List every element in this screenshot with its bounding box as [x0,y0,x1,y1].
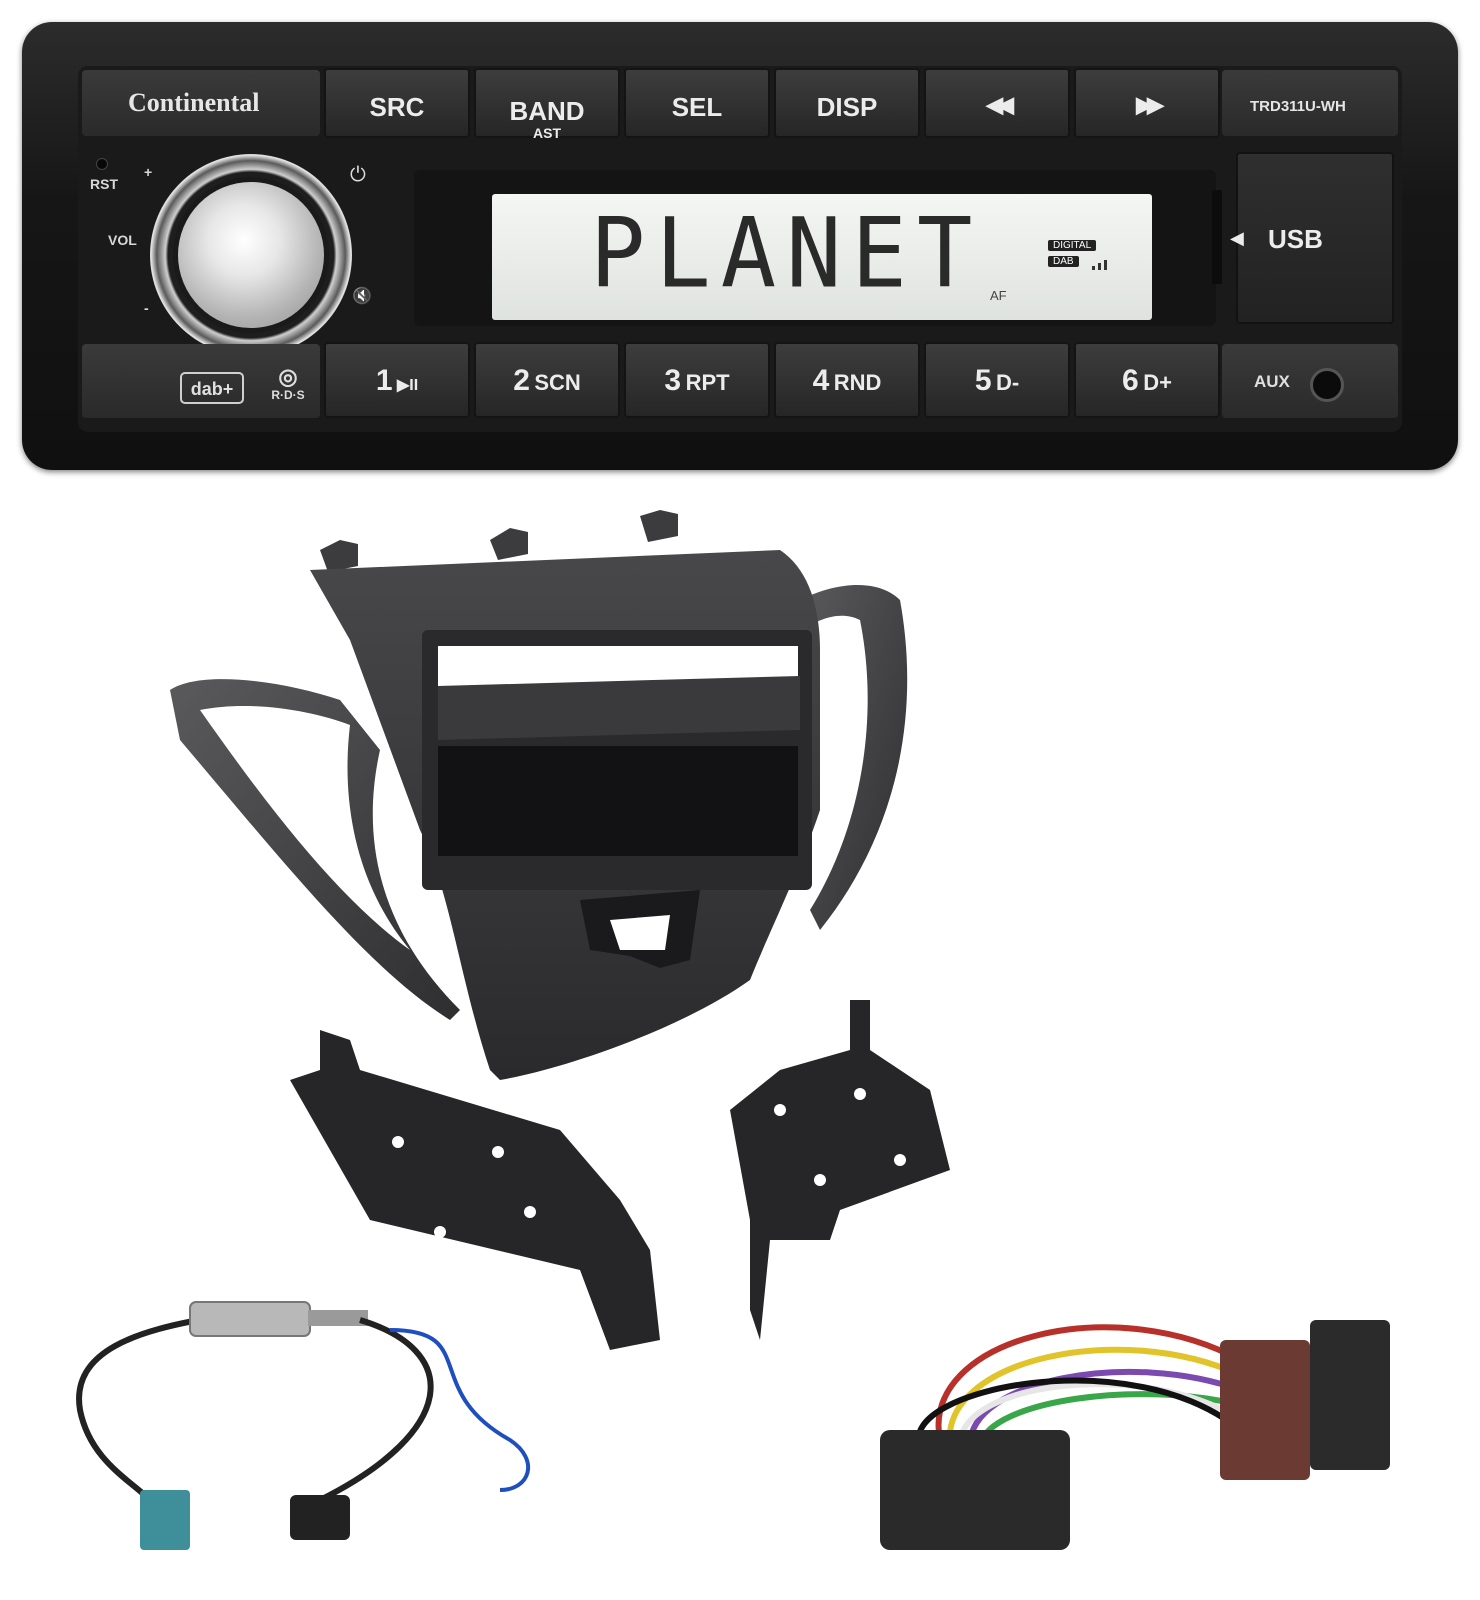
preset-2-button[interactable]: 2 SCN [474,342,620,418]
storage-pocket [438,746,798,856]
mute-icon: 🔇 [352,288,372,305]
ground-wire-blue [389,1328,531,1492]
left-mounting-bracket [290,1030,660,1350]
din-antenna-plug [290,1495,350,1540]
preset-2-label: SCN [534,370,581,395]
band-button-sublabel: AST [533,125,561,141]
antenna-cable [76,1315,211,1503]
display-digital-badge: DIGITAL [1048,240,1097,251]
frame-right-wing [800,585,908,930]
preset-5-label: D- [995,370,1020,395]
src-button-label: SRC [369,92,425,122]
model-panel [1222,70,1398,136]
play-pause-icon: ▶II [396,377,419,394]
mounting-clip [490,528,528,560]
src-button[interactable]: SRC [324,68,470,138]
sel-button[interactable]: SEL [624,68,770,138]
logo-panel [82,344,320,418]
disp-button-label: DISP [816,92,878,122]
wire-white [957,1381,1242,1446]
preset-2-number: 2 [513,364,530,397]
antenna-adapter-cable [76,1301,531,1550]
iso-wiring-harness [880,1320,1390,1550]
frame-left-opening [200,705,410,950]
iso-connector-power [1220,1340,1310,1480]
bracket-right-body [730,1000,950,1340]
brand-panel [82,70,320,136]
aux-label: AUX [1254,372,1290,391]
power-icon: ⏻ [350,164,366,186]
preset-3-button[interactable]: 3 RPT [624,342,770,418]
signal-strength-icon [1092,260,1107,270]
vehicle-connector [880,1430,1070,1550]
usb-arrow-icon: ◀ [1230,228,1244,248]
vol-label: VOL [108,232,137,248]
display-station-text: PLANET [590,197,983,310]
bracket-left-body [290,1030,660,1350]
usb-slot [1212,190,1222,284]
preset-4-button[interactable]: 4 RND [774,342,920,418]
rewind-icon: ◀◀ [986,92,1014,117]
antenna-amplifier-body [189,1301,311,1337]
display-dab-badge: DAB [1048,256,1079,267]
vol-plus-label: + [144,164,153,180]
wire-yellow [946,1346,1242,1446]
display-af-indicator: AF [990,288,1007,303]
rds-logo-text: R·D·S [271,388,305,402]
dab-plus-logo: dab+ [180,372,244,404]
rewind-button[interactable]: ◀◀ [924,68,1070,138]
preset-3-number: 3 [664,364,682,397]
preset-4-label: RND [833,370,882,395]
band-button-label: BAND [509,96,585,126]
fascia-frame [170,510,908,1080]
volume-knob[interactable] [178,182,324,328]
usb-label: USB [1268,224,1323,254]
model-label: TRD311U-WH [1250,98,1346,115]
preset-5-button[interactable]: 5 D- [924,342,1070,418]
antenna-cable-2 [318,1317,434,1503]
preset-5-number: 5 [974,364,992,397]
vol-minus-label: - [144,300,149,316]
preset-6-button[interactable]: 6 D+ [1074,342,1220,418]
storage-tray-top [438,676,800,740]
aux-jack[interactable] [1310,368,1344,402]
sel-button-label: SEL [671,92,723,122]
fascia-cutout-hole [610,915,670,950]
reset-hole[interactable] [96,158,108,170]
mounting-clip [320,540,358,572]
rst-label: RST [90,176,118,192]
fast-forward-icon: ▶▶ [1136,92,1164,117]
preset-1-number: 1 [375,364,393,397]
wire-black [915,1377,1242,1447]
brand-logo: Continental [128,88,260,117]
fakra-connector [140,1490,190,1550]
mounting-clip [640,510,678,542]
preset-6-number: 6 [1122,364,1139,397]
preset-4-number: 4 [812,364,830,397]
wire-red [935,1324,1242,1441]
lcd-display [492,194,1152,320]
rds-symbol-icon: ◎ [278,364,298,389]
disp-button[interactable]: DISP [774,68,920,138]
right-mounting-bracket [730,1000,950,1340]
usb-port-cover[interactable] [1236,152,1394,324]
preset-3-label: RPT [685,370,730,395]
preset-1-button[interactable]: 1 ▶II [324,342,470,418]
rds-logo: ◎ R·D·S [264,364,312,403]
antenna-amplifier-tip [308,1310,368,1326]
iso-connector-speaker [1310,1320,1390,1470]
preset-6-label: D+ [1143,370,1172,395]
forward-button[interactable]: ▶▶ [1074,68,1220,138]
band-button[interactable]: BAND AST [474,68,620,141]
